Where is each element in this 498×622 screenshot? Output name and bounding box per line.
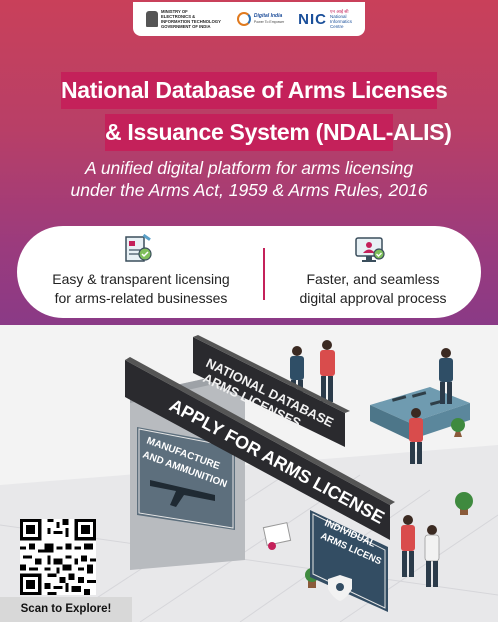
meity-line: INFORMATION TECHNOLOGY	[160, 19, 221, 24]
license-document-icon	[125, 234, 152, 262]
qr-code[interactable]	[20, 519, 96, 595]
feature-line: digital approval process	[299, 290, 447, 306]
logo-strip: MINISTRY OF ELECTRONICS & INFORMATION TE…	[133, 2, 365, 36]
shield-icon	[328, 575, 352, 601]
digital-india-icon	[236, 12, 251, 26]
person-figure	[401, 515, 415, 577]
page-subtitle: A unified digital platform for arms lice…	[20, 157, 478, 201]
meity-line: ELECTRONICS &	[160, 14, 196, 19]
nic-logo: NIC एन आई सी National Informatics Centre	[298, 9, 352, 29]
plant-icon	[451, 418, 465, 437]
nic-line: National	[329, 14, 347, 19]
page-title-line-2: & Issuance System (NDAL-ALIS)	[105, 114, 452, 151]
feature-fast-approval: Faster, and seamless digital approval pr…	[265, 270, 481, 308]
nic-line: Centre	[329, 24, 344, 29]
meity-line: GOVERNMENT OF INDIA	[160, 24, 211, 29]
feature-line: Easy & transparent licensing	[52, 271, 230, 287]
meity-line: MINISTRY OF	[160, 9, 188, 14]
arms-license-office-illustration: MANUFACTURE AND AMMUNITION NATIONAL DATA…	[0, 325, 498, 622]
person-figure	[439, 348, 453, 404]
person-figure	[424, 525, 440, 587]
feature-divider	[263, 248, 265, 300]
person-figure	[320, 340, 335, 402]
feature-easy-licensing: Easy & transparent licensing for arms-re…	[17, 270, 265, 308]
digital-approval-icon	[355, 237, 385, 262]
national-emblem-icon	[145, 11, 158, 27]
feature-line: for arms-related businesses	[54, 290, 228, 306]
certificate-icon	[262, 522, 292, 550]
digital-india-logo: Digital India Power To Empower	[236, 12, 285, 26]
digital-india-tagline: Power To Empower	[253, 20, 285, 24]
nic-wordmark: NIC	[298, 10, 327, 28]
subtitle-line-2: under the Arms Act, 1959 & Arms Rules, 2…	[70, 180, 428, 200]
scan-to-explore-label: Scan to Explore!	[0, 597, 132, 622]
digital-india-name: Digital India	[253, 13, 283, 19]
page-title-line-1: National Database of Arms Licenses	[61, 72, 448, 109]
features-panel: Easy & transparent licensing for arms-re…	[17, 226, 481, 318]
subtitle-line-1: A unified digital platform for arms lice…	[84, 158, 414, 178]
rifle-icon	[150, 480, 215, 507]
feature-line: Faster, and seamless	[306, 271, 440, 287]
plant-icon	[455, 492, 473, 515]
nic-hindi: एन आई सी	[329, 9, 349, 14]
person-figure	[409, 408, 423, 464]
nic-line: Informatics	[329, 19, 352, 24]
meity-logo: MINISTRY OF ELECTRONICS & INFORMATION TE…	[145, 9, 223, 29]
